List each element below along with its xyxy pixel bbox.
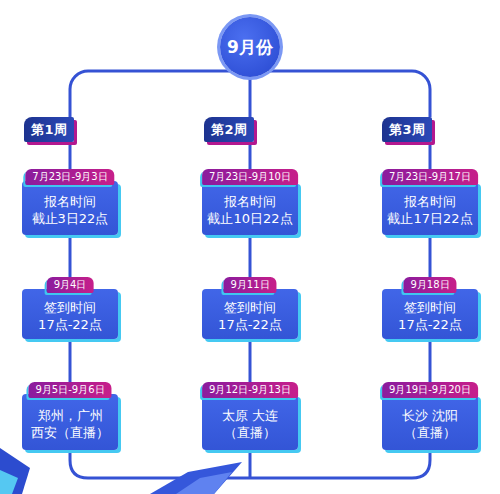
frame-bottom (70, 449, 430, 478)
date-tag: 9月19日-9月20日 (382, 382, 478, 398)
schedule-box: 7月23日-9月3日报名时间 截止3日22点 (22, 181, 118, 235)
month-circle: 9月份 (220, 17, 280, 77)
connector-line (249, 77, 252, 117)
date-tag: 7月23日-9月3日 (25, 169, 114, 185)
decor-shape (176, 472, 232, 494)
connector-line (268, 71, 430, 117)
box-text: 郑州，广州 西安（直播） (26, 407, 114, 441)
date-tag: 9月12日-9月13日 (202, 382, 298, 398)
box-text: 报名时间 截止3日22点 (26, 193, 114, 227)
month-label: 9月份 (227, 36, 273, 59)
date-tag: 7月23日-9月17日 (382, 169, 478, 185)
schedule-box: 9月4日签到时间 17点-22点 (22, 289, 118, 339)
date-tag: 9月18日 (403, 277, 456, 293)
box-text: 报名时间 截止10日22点 (206, 193, 294, 227)
schedule-box: 9月18日签到时间 17点-22点 (382, 289, 478, 339)
week-label: 第1周 (31, 121, 66, 139)
frame-stub (249, 449, 252, 478)
week-tag: 第2周 (204, 117, 254, 142)
week-label: 第3周 (389, 121, 424, 139)
box-text: 长沙 沈阳（直播） (386, 407, 474, 441)
connector-line (70, 71, 232, 117)
week-label: 第2周 (211, 121, 246, 139)
box-text: 签到时间 17点-22点 (26, 299, 114, 333)
week-tag: 第3周 (382, 117, 432, 142)
date-tag: 9月11日 (223, 277, 276, 293)
schedule-box: 7月23日-9月10日报名时间 截止10日22点 (202, 181, 298, 235)
schedule-box: 9月11日签到时间 17点-22点 (202, 289, 298, 339)
schedule-box: 9月12日-9月13日太原 大连（直播） (202, 394, 298, 450)
date-tag: 9月5日-9月6日 (28, 382, 111, 398)
box-text: 签到时间 17点-22点 (206, 299, 294, 333)
decor-shape (0, 470, 18, 494)
schedule-box: 7月23日-9月17日报名时间 截止17日22点 (382, 181, 478, 235)
date-tag: 7月23日-9月10日 (202, 169, 298, 185)
decor-shape (150, 462, 242, 494)
box-text: 签到时间 17点-22点 (386, 299, 474, 333)
date-tag: 9月4日 (47, 277, 94, 293)
week-tag: 第1周 (24, 117, 74, 142)
decor-shape (0, 448, 30, 494)
box-text: 报名时间 截止17日22点 (386, 193, 474, 227)
schedule-box: 9月5日-9月6日郑州，广州 西安（直播） (22, 394, 118, 450)
box-text: 太原 大连（直播） (206, 407, 294, 441)
schedule-box: 9月19日-9月20日长沙 沈阳（直播） (382, 394, 478, 450)
